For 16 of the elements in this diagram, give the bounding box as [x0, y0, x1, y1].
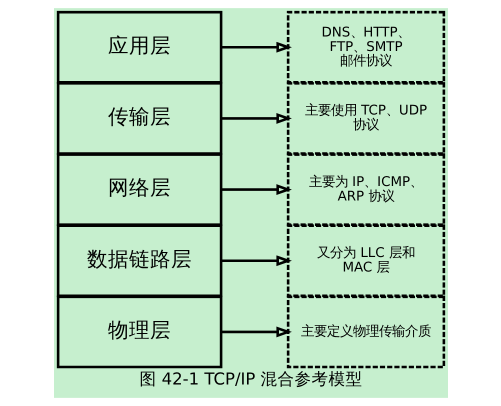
- caption: 图 42-1 TCP/IP 混合参考模型: [138, 369, 362, 388]
- node-box: 传输层: [56, 82, 222, 155]
- arrow: [220, 184, 292, 196]
- node-box: 物理层: [56, 296, 222, 368]
- node-box: 应用层: [56, 10, 222, 84]
- arrow: [220, 42, 292, 53]
- arrow: [220, 113, 292, 124]
- node-box: 主要定义物理传输介质: [286, 296, 445, 368]
- node-box: 数据链路层: [56, 224, 222, 298]
- node-box: 又分为 LLC 层和 MAC 层: [286, 224, 445, 298]
- node-box: 主要使用 TCP、UDP 协议: [286, 82, 445, 155]
- arrow: [220, 255, 292, 266]
- arrow: [220, 326, 292, 338]
- node-box: 网络层: [56, 153, 222, 226]
- node-box: DNS、HTTP、FTP、SMTP 邮件协议: [286, 10, 445, 84]
- node-box: 主要为 IP、ICMP、ARP 协议: [286, 153, 445, 226]
